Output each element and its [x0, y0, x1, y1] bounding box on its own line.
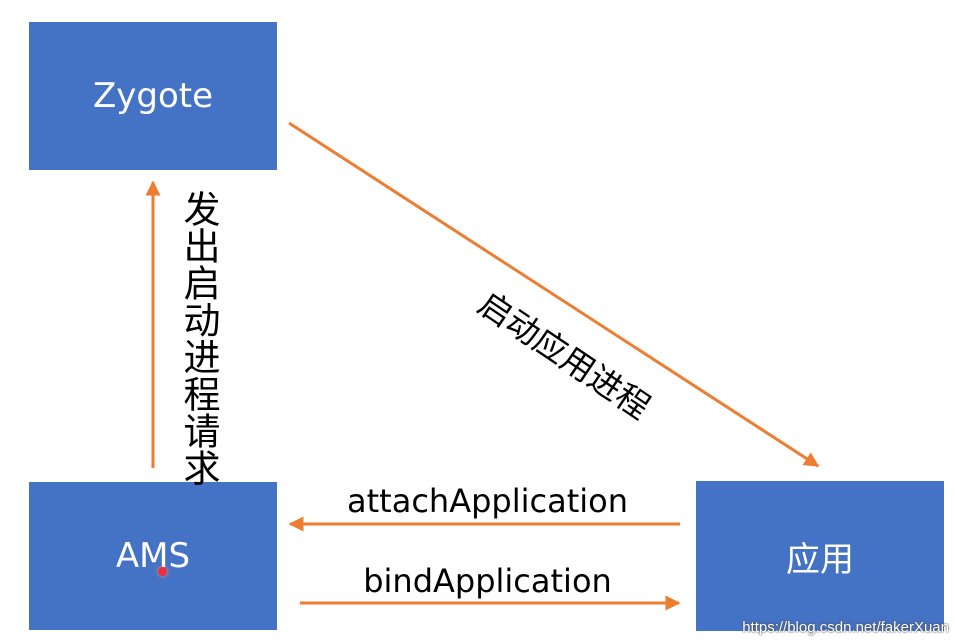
arrow-zygote-to-app	[288, 121, 820, 468]
app-node-label: 应用	[786, 539, 854, 580]
pointer-cursor-icon	[158, 567, 167, 576]
label-ams-to-zygote: 发出启动进程请求	[177, 190, 220, 486]
ams-node: AMS	[29, 482, 277, 630]
label-attach-application: attachApplication	[347, 482, 628, 520]
label-bind-application: bindApplication	[363, 562, 612, 600]
app-node: 应用	[696, 481, 944, 631]
watermark-text: https://blog.csdn.net/fakerXuan	[742, 619, 949, 636]
zygote-node-label: Zygote	[92, 76, 214, 116]
ams-node-label: AMS	[115, 536, 191, 576]
zygote-node: Zygote	[29, 22, 277, 170]
